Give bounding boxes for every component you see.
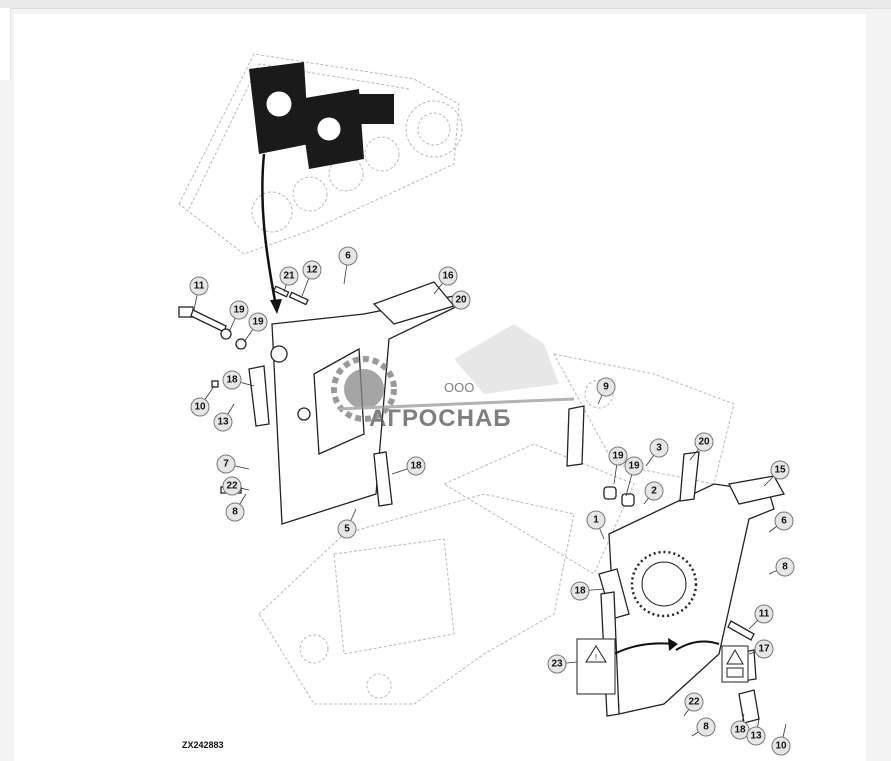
svg-text:!: ! — [595, 653, 597, 662]
callout-1: 1 — [586, 510, 606, 540]
callout-label: 16 — [442, 271, 454, 282]
decal-17 — [721, 645, 749, 683]
lower-frame-ghost — [258, 353, 735, 705]
left-mounting-plate — [178, 281, 464, 525]
callout-label: 13 — [217, 417, 229, 428]
callout-22: 22 — [222, 476, 250, 496]
callout-label: 12 — [306, 265, 318, 276]
decal-23: ! — [576, 638, 616, 695]
callout-label: 5 — [344, 524, 350, 535]
callout-10: 10 — [771, 723, 791, 756]
callout-19: 19 — [624, 456, 644, 497]
track-unit-inset — [178, 53, 463, 314]
diagram-id-label: ZX242883 — [182, 740, 224, 750]
mounting-plates-highlight — [249, 62, 394, 169]
callout-label: 8 — [703, 722, 709, 733]
callout-20: 20 — [689, 432, 714, 461]
callout-label: 6 — [781, 516, 787, 527]
callout-label: 11 — [194, 281, 205, 292]
callout-8: 8 — [691, 717, 716, 737]
parts-diagram: ! ООО АГРОСНАБ 1119192112616201810137228… — [178, 53, 795, 756]
callout-label: 13 — [750, 731, 762, 742]
callout-19: 19 — [228, 300, 249, 333]
callout-11: 11 — [189, 276, 209, 311]
callout-2: 2 — [643, 481, 664, 505]
callout-11: 11 — [748, 604, 774, 630]
callout-7: 7 — [216, 454, 250, 474]
callouts: 1119192112616201810137228518931919202151… — [189, 246, 795, 756]
callout-label: 22 — [226, 481, 238, 492]
callout-23: 23 — [547, 654, 578, 674]
callout-label: 8 — [782, 562, 788, 573]
callout-label: 22 — [688, 697, 700, 708]
callout-label: 19 — [252, 317, 264, 328]
callout-20: 20 — [451, 290, 471, 310]
callout-label: 19 — [628, 461, 640, 472]
callout-19: 19 — [608, 446, 628, 485]
callout-label: 23 — [551, 659, 563, 670]
left-gutter — [0, 8, 11, 80]
callout-6: 6 — [338, 246, 358, 285]
watermark-prefix: ООО — [444, 380, 474, 395]
callout-12: 12 — [301, 260, 322, 297]
callout-label: 1 — [593, 515, 599, 526]
callout-label: 21 — [283, 271, 295, 282]
callout-label: 7 — [223, 459, 229, 470]
callout-8: 8 — [768, 557, 795, 577]
callout-label: 18 — [734, 725, 746, 736]
callout-18: 18 — [730, 713, 750, 740]
callout-label: 2 — [651, 486, 657, 497]
callout-16: 16 — [433, 266, 458, 295]
callout-18: 18 — [391, 456, 426, 476]
callout-label: 10 — [194, 402, 206, 413]
callout-13: 13 — [213, 403, 235, 432]
callout-label: 19 — [233, 305, 245, 316]
callout-15: 15 — [763, 460, 790, 487]
pointer-arrow — [261, 153, 278, 307]
callout-label: 18 — [226, 375, 238, 386]
callout-21: 21 — [279, 266, 299, 293]
callout-label: 19 — [612, 451, 624, 462]
callout-18: 18 — [222, 370, 255, 390]
callout-9: 9 — [596, 377, 616, 405]
callout-label: 20 — [455, 295, 467, 306]
callout-label: 10 — [775, 741, 787, 752]
callout-label: 18 — [574, 586, 586, 597]
callout-6: 6 — [768, 511, 794, 533]
callout-label: 9 — [603, 382, 609, 393]
callout-13: 13 — [746, 718, 766, 746]
callout-10: 10 — [190, 385, 215, 417]
callout-label: 11 — [759, 609, 770, 620]
callout-label: 17 — [758, 644, 770, 655]
bolt-11 — [178, 306, 227, 333]
callout-17: 17 — [748, 639, 774, 659]
callout-19: 19 — [243, 312, 268, 343]
callout-22: 22 — [683, 692, 704, 717]
callout-5: 5 — [337, 508, 357, 539]
watermark-logo: ООО АГРОСНАБ — [331, 324, 575, 432]
callout-label: 3 — [656, 443, 662, 454]
top-bar — [0, 0, 891, 9]
callout-label: 18 — [410, 461, 422, 472]
callout-3: 3 — [645, 438, 669, 467]
callout-label: 8 — [232, 507, 238, 518]
callout-label: 15 — [774, 465, 786, 476]
callout-label: 6 — [345, 251, 351, 262]
callout-8: 8 — [225, 493, 247, 522]
callout-label: 20 — [698, 437, 710, 448]
callout-18: 18 — [570, 581, 605, 601]
watermark-brand: АГРОСНАБ — [369, 405, 512, 432]
